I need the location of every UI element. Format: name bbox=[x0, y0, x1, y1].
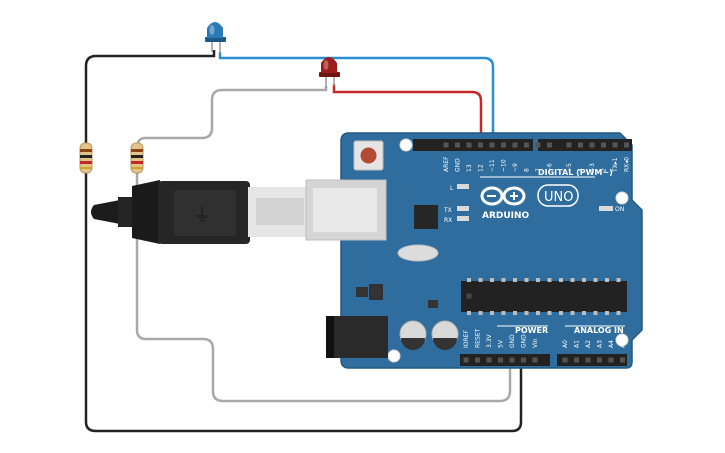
power-pin-label: RESET bbox=[475, 328, 482, 348]
analog-pin-hole[interactable] bbox=[574, 357, 579, 363]
analog-pin-label: A4 bbox=[608, 340, 615, 348]
digital-pin-label: 12 bbox=[478, 164, 485, 172]
led-tx-label: TX bbox=[443, 207, 452, 214]
digital-pin-label: 2 bbox=[601, 168, 608, 172]
power-pin-label: GND bbox=[521, 334, 528, 348]
digital-pin-hole[interactable] bbox=[524, 142, 529, 148]
digital-pin-label: 8 bbox=[524, 168, 531, 172]
power-pin-hole[interactable] bbox=[509, 357, 515, 363]
usb-cable[interactable]: ⏚ bbox=[91, 179, 387, 244]
resistor-left[interactable] bbox=[79, 142, 93, 174]
analog-pin-hole[interactable] bbox=[562, 357, 568, 363]
svg-text:UNO: UNO bbox=[544, 190, 573, 205]
capacitor-2 bbox=[431, 320, 459, 350]
power-led bbox=[599, 206, 613, 211]
power-pin-label: 5V bbox=[498, 339, 505, 348]
power-header-label: POWER bbox=[515, 326, 548, 335]
digital-pin-hole[interactable] bbox=[578, 142, 583, 148]
digital-pin-label: ~9 bbox=[512, 163, 519, 172]
resistor-right[interactable] bbox=[130, 142, 144, 174]
blue-led[interactable] bbox=[205, 22, 226, 53]
digital-pin-hole[interactable] bbox=[535, 142, 541, 148]
digital-pin-hole[interactable] bbox=[589, 142, 595, 148]
digital-pin-hole[interactable] bbox=[566, 142, 572, 148]
analog-pin-hole[interactable] bbox=[597, 357, 602, 363]
usb-chip bbox=[414, 205, 438, 229]
power-pin-label: Vin bbox=[532, 338, 539, 348]
analog-pin-hole[interactable] bbox=[585, 357, 591, 363]
digital-pin-label: TX▸1 bbox=[612, 157, 619, 173]
analog-pin-label: A0 bbox=[562, 340, 569, 348]
digital-pin-hole[interactable] bbox=[489, 142, 495, 148]
arduino-logo bbox=[480, 186, 526, 206]
analog-header-label: ANALOG IN bbox=[574, 326, 624, 335]
dc-power-jack[interactable] bbox=[326, 316, 388, 358]
power-pin-hole[interactable] bbox=[498, 357, 503, 363]
digital-pin-hole[interactable] bbox=[612, 142, 618, 148]
digital-pin-label: ~5 bbox=[566, 163, 573, 172]
power-pin-hole[interactable] bbox=[463, 357, 469, 363]
digital-pin-label: ~3 bbox=[589, 163, 596, 172]
analog-pin-label: A5 bbox=[620, 340, 627, 348]
power-pin-label: GND bbox=[509, 334, 516, 348]
digital-pin-hole[interactable] bbox=[478, 142, 483, 148]
digital-pin-label: 7 bbox=[535, 168, 542, 172]
digital-pin-hole[interactable] bbox=[466, 142, 472, 148]
red-led[interactable] bbox=[319, 57, 340, 88]
digital-header-label: DIGITAL (PWM~) bbox=[538, 168, 613, 177]
digital-pin-label: 13 bbox=[466, 164, 473, 172]
power-pin-label: IOREF bbox=[463, 330, 470, 348]
analog-pin-label: A1 bbox=[574, 340, 581, 348]
digital-pin-label: ~11 bbox=[489, 159, 496, 172]
small-chip bbox=[428, 300, 438, 308]
led-l bbox=[457, 184, 469, 189]
power-pin-hole[interactable] bbox=[475, 357, 480, 363]
reset-button[interactable] bbox=[353, 140, 384, 171]
digital-pin-label: 4 bbox=[578, 168, 585, 172]
analog-header[interactable] bbox=[557, 354, 627, 366]
power-pin-hole[interactable] bbox=[532, 357, 538, 363]
digital-header-2[interactable] bbox=[538, 139, 632, 151]
digital-pin-hole[interactable] bbox=[455, 142, 460, 148]
uno-badge: UNO bbox=[537, 184, 579, 207]
analog-pin-hole[interactable] bbox=[620, 357, 625, 363]
led-l-label: L bbox=[450, 185, 454, 192]
gray-wire[interactable] bbox=[135, 86, 512, 403]
digital-pin-label: ~10 bbox=[501, 159, 508, 172]
digital-pin-hole[interactable] bbox=[501, 142, 506, 148]
led-rx bbox=[457, 216, 469, 221]
power-pin-label: 3.3V bbox=[486, 333, 493, 348]
analog-pin-hole[interactable] bbox=[608, 357, 614, 363]
blue-wire[interactable] bbox=[218, 52, 495, 145]
digital-pin-hole[interactable] bbox=[443, 142, 449, 148]
power-header[interactable] bbox=[460, 354, 550, 366]
red-wire[interactable] bbox=[332, 84, 483, 145]
usb-icon: ⏚ bbox=[193, 205, 211, 226]
digital-pin-label: AREF bbox=[443, 156, 450, 172]
atmega-chip bbox=[461, 278, 627, 315]
digital-pin-hole[interactable] bbox=[624, 142, 629, 148]
led-tx bbox=[457, 206, 469, 211]
capacitor-1 bbox=[399, 320, 427, 350]
black-wire[interactable] bbox=[84, 50, 523, 433]
digital-pin-hole[interactable] bbox=[601, 142, 606, 148]
digital-pin-label: GND bbox=[455, 158, 462, 172]
digital-pin-label: ~6 bbox=[547, 163, 554, 172]
brand-label: ARDUINO bbox=[482, 211, 530, 221]
power-pin-hole[interactable] bbox=[486, 357, 492, 363]
analog-pin-label: A3 bbox=[597, 340, 604, 348]
on-label: ON bbox=[615, 206, 624, 213]
digital-pin-hole[interactable] bbox=[547, 142, 552, 148]
digital-header[interactable] bbox=[413, 139, 533, 151]
analog-pin-label: A2 bbox=[585, 340, 592, 348]
power-pin-hole[interactable] bbox=[521, 357, 526, 363]
digital-pin-hole[interactable] bbox=[512, 142, 518, 148]
crystal bbox=[397, 244, 439, 262]
digital-pin-label: RX◂0 bbox=[624, 157, 631, 172]
voltage-regulator bbox=[356, 287, 368, 297]
led-rx-label: RX bbox=[444, 217, 452, 224]
